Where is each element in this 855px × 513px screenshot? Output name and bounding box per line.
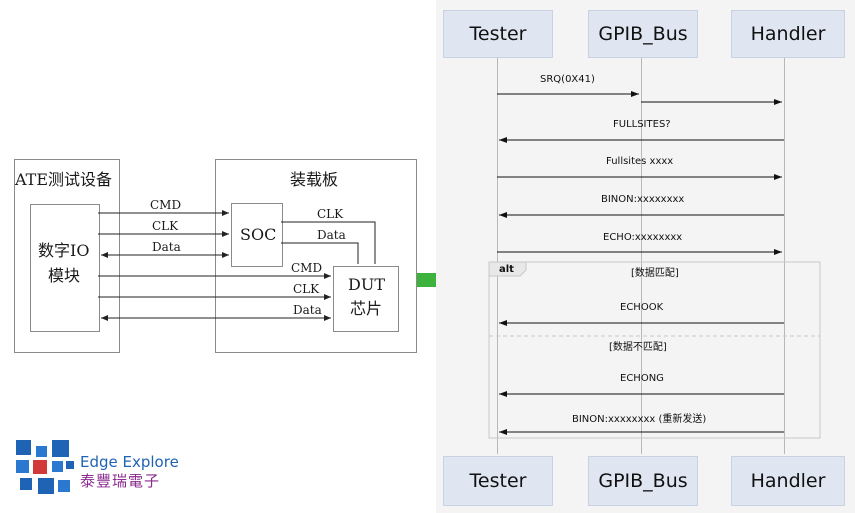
dut-label-2: 芯片	[350, 299, 383, 318]
ate-title: ATE测试设备	[15, 170, 113, 189]
digital-io-label-2: 模块	[48, 266, 81, 285]
dut-box	[333, 266, 399, 332]
signal-data-soc-dut: Data	[317, 228, 346, 242]
signal-data-soc: Data	[152, 240, 181, 254]
lifeline-tester	[497, 58, 498, 454]
guard-match: [数据匹配]	[631, 268, 679, 279]
signal-clk-soc: CLK	[152, 219, 179, 233]
msg-echook: ECHOOK	[620, 302, 664, 313]
digital-io-box	[30, 204, 100, 332]
logo-name-en: Edge Explore	[80, 453, 179, 471]
actor-tester-bottom: Tester	[443, 456, 553, 506]
signal-cmd-soc: CMD	[150, 198, 182, 212]
actor-handler-top: Handler	[731, 10, 845, 58]
wire-data-soc-dut	[281, 242, 359, 264]
msg-echong: ECHONG	[620, 373, 664, 384]
msg-echo: ECHO:xxxxxxxx	[603, 232, 683, 243]
guard-mismatch: [数据不匹配]	[609, 342, 667, 353]
block-diagram-wires	[98, 210, 376, 321]
soc-box	[231, 203, 283, 267]
soc-label: SOC	[240, 225, 277, 244]
alt-frame	[488, 261, 821, 439]
msg-fullsites-q: FULLSITES?	[613, 119, 671, 130]
load-board-title: 装载板	[290, 170, 339, 189]
lifeline-handler	[784, 58, 785, 454]
actor-gpib-bottom: GPIB_Bus	[588, 456, 698, 506]
sequence-diagram	[436, 0, 855, 513]
lifeline-gpib	[641, 58, 642, 454]
msg-srq: SRQ(0X41)	[540, 74, 595, 85]
signal-data-dut: Data	[293, 303, 322, 317]
dut-label-1: DUT	[348, 275, 385, 294]
digital-io-label-1: 数字IO	[38, 241, 90, 260]
signal-clk-dut: CLK	[293, 282, 320, 296]
msg-binon: BINON:xxxxxxxx	[601, 194, 685, 205]
logo-name-zh: 泰豐瑞電子	[80, 472, 161, 490]
signal-cmd-dut: CMD	[291, 261, 323, 275]
signal-clk-soc-dut: CLK	[317, 207, 344, 221]
alt-tab	[488, 261, 527, 277]
alt-label: alt	[499, 264, 514, 275]
actor-handler-bottom: Handler	[731, 456, 845, 506]
msg-fullsites: Fullsites xxxx	[606, 156, 674, 167]
wire-clk-soc-dut	[281, 221, 376, 264]
actor-tester-top: Tester	[443, 10, 553, 58]
actor-gpib-top: GPIB_Bus	[588, 10, 698, 58]
msg-binon-resend: BINON:xxxxxxxx (重新发送)	[572, 414, 707, 425]
